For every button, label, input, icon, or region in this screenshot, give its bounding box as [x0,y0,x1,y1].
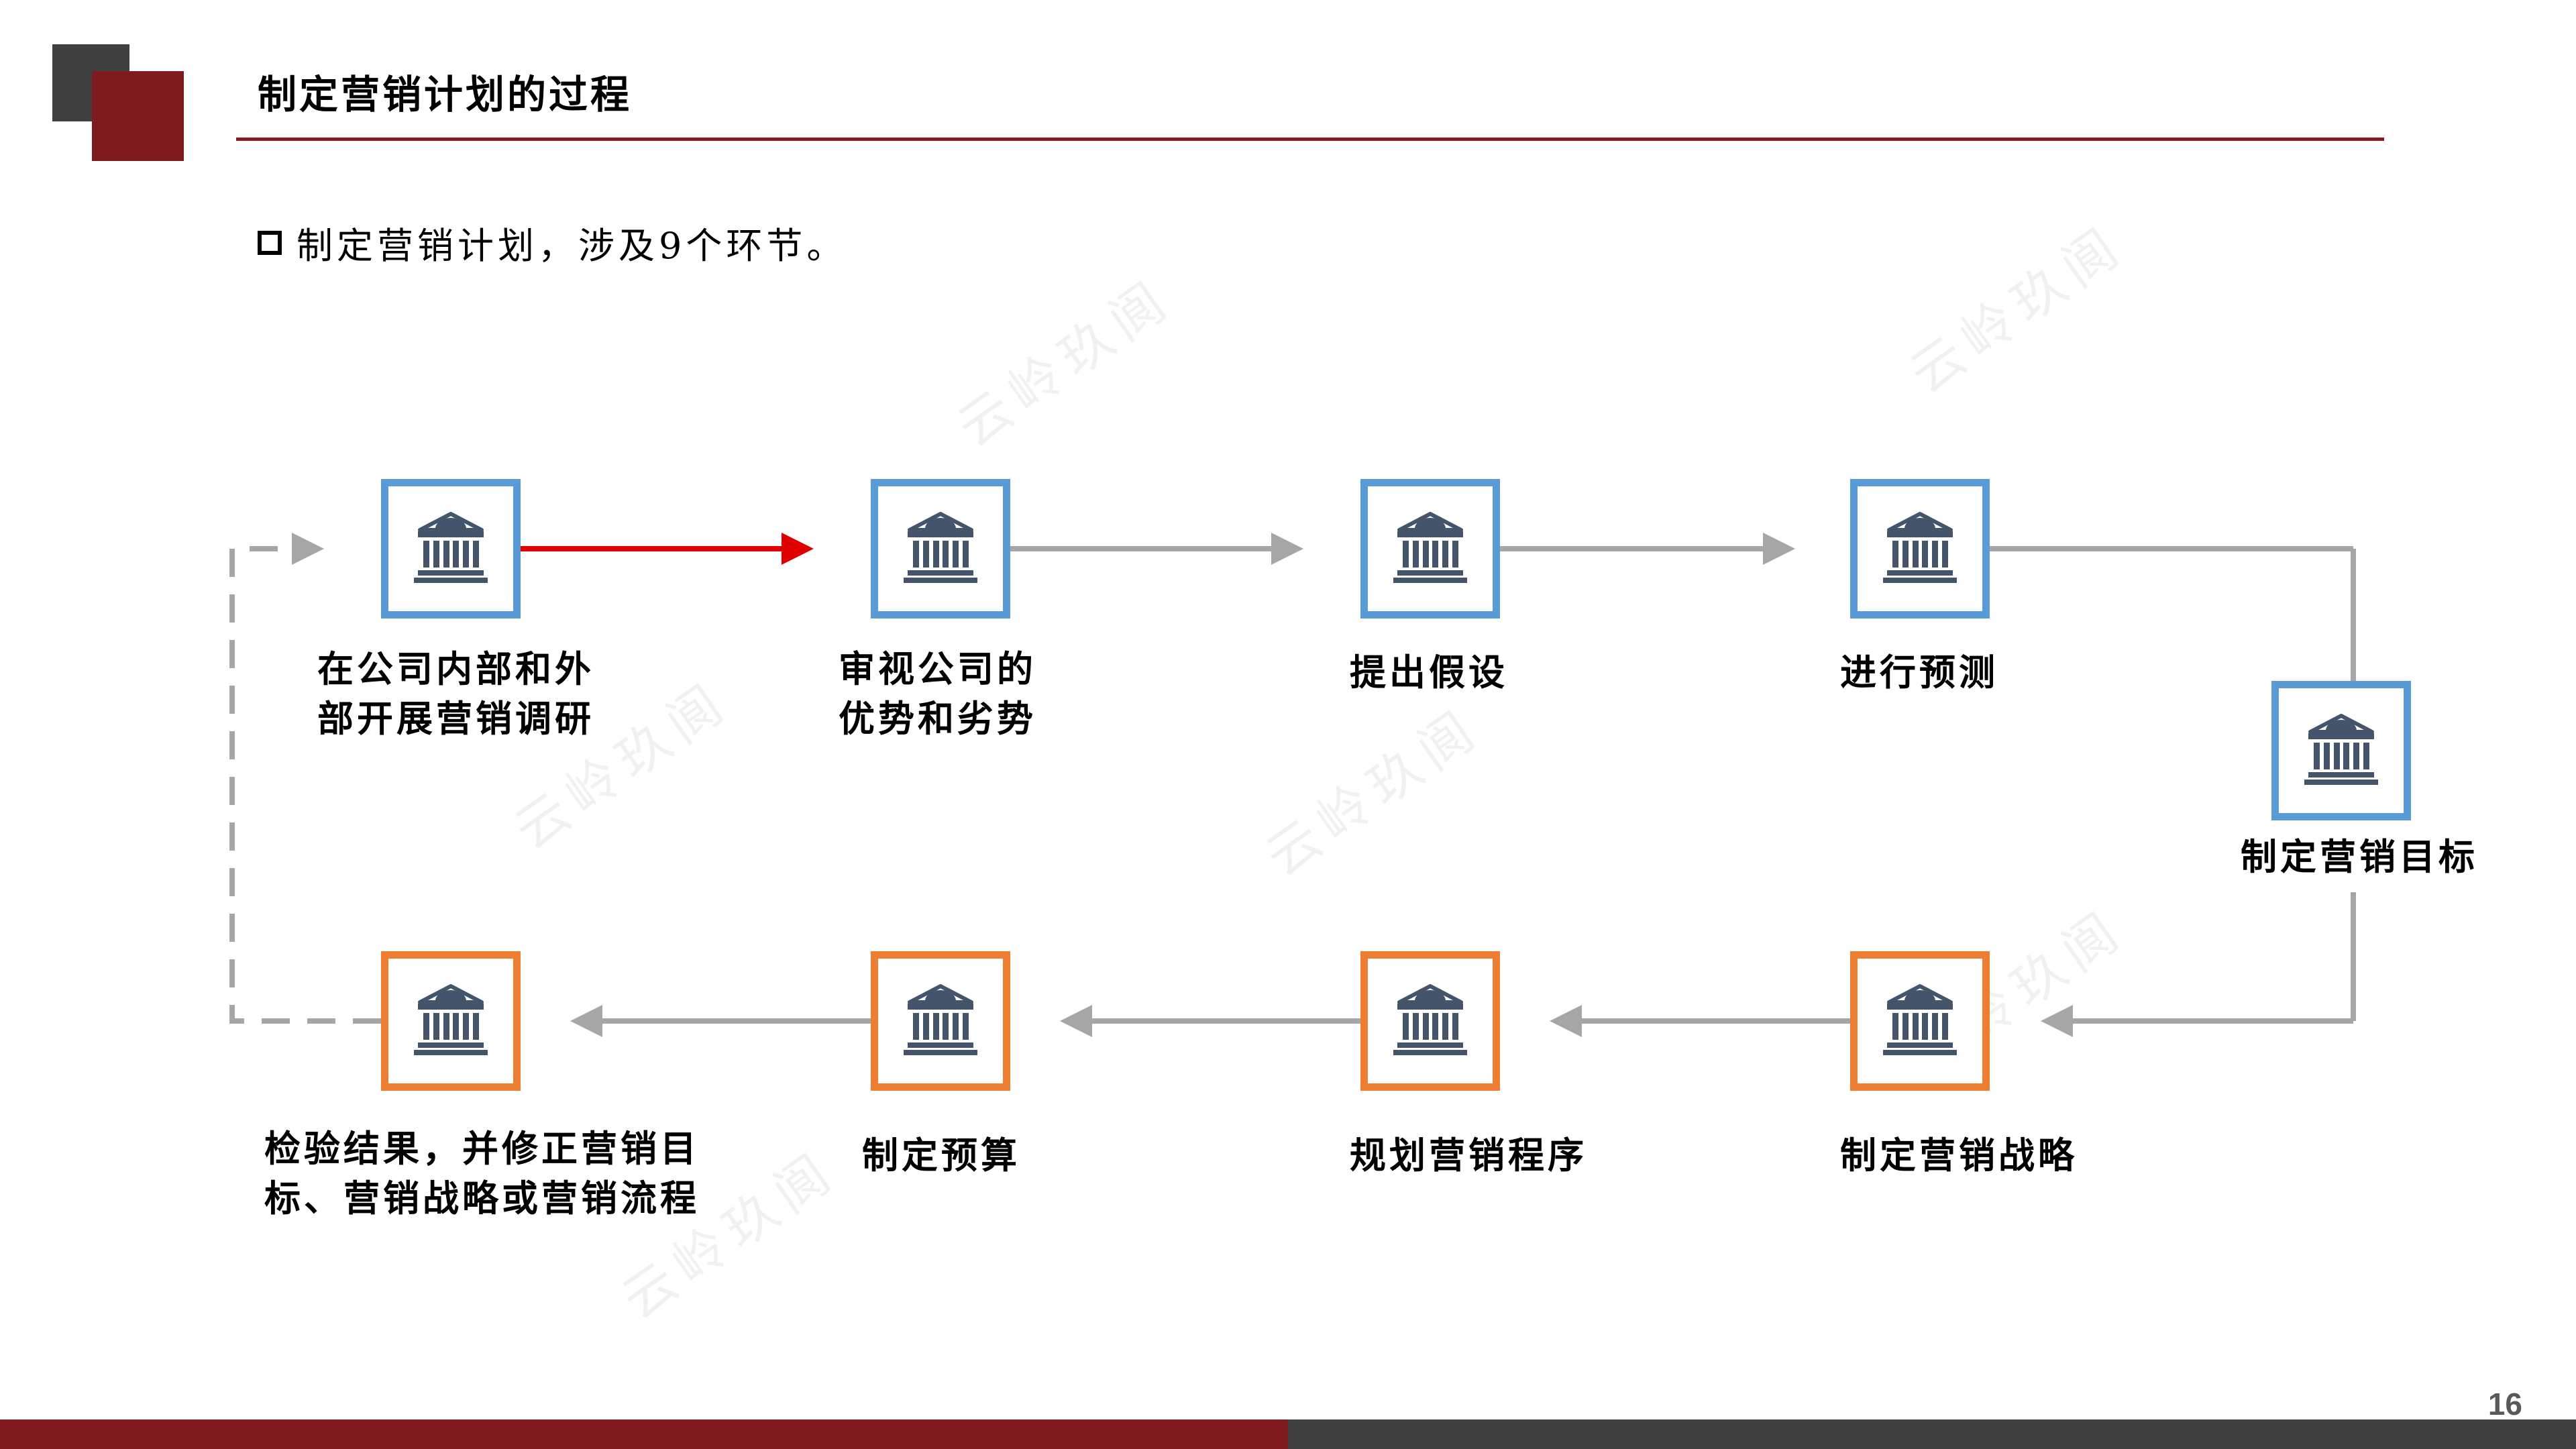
step-tile-6 [1850,951,1990,1091]
bank-building-icon [901,510,980,588]
feedback-loop-arrow [229,533,381,1024]
bank-building-icon [411,982,490,1060]
square-bullet-icon [258,230,282,255]
bank-building-icon [1880,510,1960,588]
bank-building-icon [411,510,490,588]
step-tile-1 [381,479,521,619]
step-label-line: 标、营销战略或营销流程 [264,1177,700,1220]
step-tile-8 [871,951,1010,1091]
bank-building-icon [2302,712,2381,790]
step-label-line: 提出假设 [1350,651,1508,694]
page-number: 16 [2487,1387,2522,1421]
step-label-line: 制定预算 [862,1134,1020,1177]
step-label-line: 制定营销目标 [2241,835,2478,878]
step-label-line: 审视公司的 [839,647,1036,690]
step-label-5: 制定营销目标 [2241,832,2478,881]
step-tile-7 [1360,951,1500,1091]
page-title: 制定营销计划的过程 [258,72,633,117]
step-label-6: 制定营销战略 [1840,1130,2078,1180]
step-label-line: 规划营销程序 [1350,1134,1587,1177]
footer-bar-gray [1288,1419,2576,1449]
step-label-7: 规划营销程序 [1350,1130,1587,1180]
step-label-line: 检验结果，并修正营销目 [264,1127,700,1170]
step-tile-2 [871,479,1010,619]
step-label-line: 进行预测 [1840,651,1998,694]
bullet-point: 制定营销计划，涉及9个环节。 [258,216,847,269]
bank-building-icon [1391,982,1470,1060]
bank-building-icon [1391,510,1470,588]
step-label-line: 优势和劣势 [839,697,1036,740]
step-tile-3 [1360,479,1500,619]
step-label-3: 提出假设 [1350,647,1508,697]
footer-bar-red [0,1419,1288,1449]
step-tile-4 [1850,479,1990,619]
title-divider [236,138,2384,141]
step-label-9: 检验结果，并修正营销目标、营销战略或营销流程 [264,1124,700,1223]
step-tile-9 [381,951,521,1091]
step-label-line: 部开展营销调研 [317,697,594,740]
step-label-line: 制定营销战略 [1840,1134,2078,1177]
bank-building-icon [1880,982,1960,1060]
step-label-4: 进行预测 [1840,647,1998,697]
corner-block-red [92,71,184,161]
step-label-8: 制定预算 [862,1130,1020,1180]
step-label-1: 在公司内部和外部开展营销调研 [317,644,594,743]
bullet-text: 制定营销计划，涉及9个环节。 [297,225,847,267]
step-label-line: 在公司内部和外 [317,647,594,690]
bank-building-icon [901,982,980,1060]
step-tile-5 [2271,681,2411,820]
step-label-2: 审视公司的优势和劣势 [839,644,1036,743]
